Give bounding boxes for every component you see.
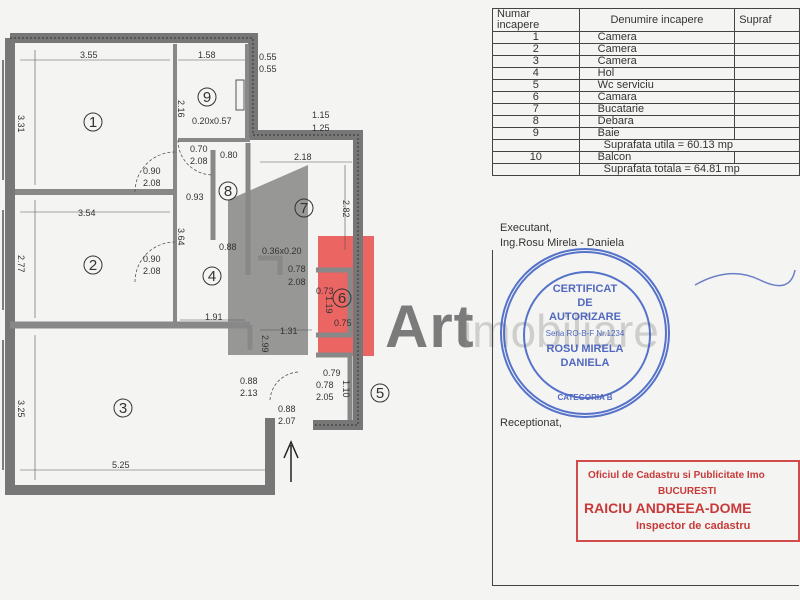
- dim-label: 1.31: [280, 326, 298, 336]
- room-label-3: 3: [119, 400, 127, 417]
- receptionat-label: Receptionat,: [500, 417, 562, 429]
- dim-label: 0.75: [334, 318, 352, 328]
- room-label-5: 5: [376, 385, 384, 402]
- dim-label: 2.77: [16, 255, 26, 273]
- dim-label: 2.08: [143, 266, 161, 276]
- dim-label: 0.70: [190, 144, 208, 154]
- dim-label: 2.13: [240, 388, 258, 398]
- dim-label: 2.16: [176, 100, 186, 118]
- dim-label: 0.78: [316, 380, 334, 390]
- room-label-1: 1: [89, 114, 97, 131]
- room-label-4: 4: [208, 268, 216, 285]
- total-area: Suprafata totala = 64.81 mp: [578, 163, 800, 176]
- dim-label: 0.88: [278, 404, 296, 414]
- legend-header-number: Numar incapere: [492, 8, 580, 32]
- dim-label: 2.07: [278, 416, 296, 426]
- dim-label: 0.55: [259, 52, 277, 62]
- outer-wall-bottom: [5, 38, 275, 495]
- dim-label: 2.99: [260, 335, 270, 353]
- executant-label: Executant,: [500, 222, 552, 234]
- room-legend-table: Numar incapere Denumire incapere Supraf …: [492, 8, 800, 176]
- dim-label: 1.10: [341, 380, 351, 398]
- dim-label: 1.15: [312, 110, 330, 120]
- dim-label: 3.25: [16, 400, 26, 418]
- dim-label: 0.79: [323, 368, 341, 378]
- dim-label: 3.55: [80, 50, 98, 60]
- dim-label: 0.88: [240, 376, 258, 386]
- dim-label: 2.05: [316, 392, 334, 402]
- dim-label: 0.88: [219, 242, 237, 252]
- useful-area: Suprafata utila = 60.13 mp: [578, 139, 800, 152]
- dim-label: 0.78: [288, 264, 306, 274]
- dim-label: 3.31: [16, 115, 26, 133]
- dim-label: 0.73: [316, 286, 334, 296]
- dim-label: 0.55: [259, 64, 277, 74]
- dim-label: 0.90: [143, 166, 161, 176]
- dim-label: 3.54: [78, 208, 96, 218]
- signature-frame: [492, 250, 799, 586]
- dim-label: 0.90: [143, 254, 161, 264]
- cadastre-stamp: Oficiul de Cadastru si Publicitate Imo B…: [576, 460, 800, 542]
- legend-header-area: Supraf: [734, 8, 800, 32]
- room-label-7: 7: [300, 200, 308, 217]
- dim-label: 2.82: [341, 200, 351, 218]
- dim-label: 0.80: [220, 150, 238, 160]
- dim-label: 2.08: [143, 178, 161, 188]
- dim-label: 2.08: [190, 156, 208, 166]
- room-label-9: 9: [203, 89, 211, 106]
- dim-label: 2.18: [294, 152, 312, 162]
- total-area-row: Suprafata totala = 64.81 mp: [492, 163, 800, 176]
- dim-label: 1.91: [205, 312, 223, 322]
- executant-name: Ing.Rosu Mirela - Daniela: [500, 237, 625, 249]
- dim-label: 3.64: [176, 228, 186, 246]
- watermark-brand: Art: [385, 293, 475, 360]
- dim-label: 0.36x0.20: [262, 246, 302, 256]
- dim-label: 2.08: [288, 277, 306, 287]
- room-label-6: 6: [338, 290, 346, 307]
- dim-label: 1.19: [324, 296, 334, 314]
- dim-label: 0.93: [186, 192, 204, 202]
- dim-label: 5.25: [112, 460, 130, 470]
- legend-header-name: Denumire incapere: [578, 8, 736, 32]
- authorization-stamp: CERTIFICAT DE AUTORIZARE Seria RO-B-F Nr…: [500, 248, 670, 418]
- dim-label: 1.58: [198, 50, 216, 60]
- dim-label: 0.20x0.57: [192, 116, 232, 126]
- useful-area-row: Suprafata utila = 60.13 mp: [492, 139, 800, 152]
- room-label-2: 2: [89, 257, 97, 274]
- signature-scribble: [694, 269, 796, 287]
- entrance-arrow: [283, 440, 299, 482]
- room-label-8: 8: [224, 183, 232, 200]
- dim-label: 1.25: [312, 123, 330, 133]
